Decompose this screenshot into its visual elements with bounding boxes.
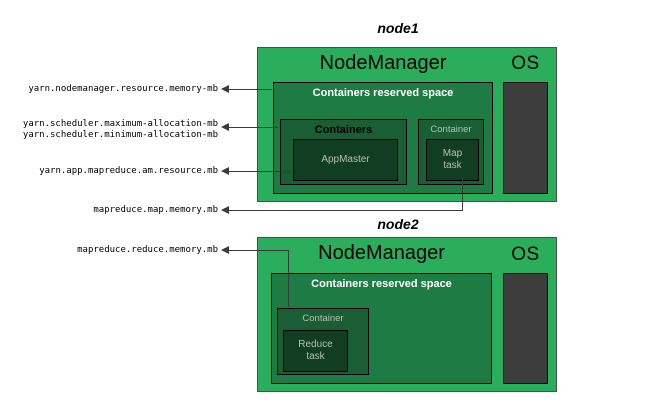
node1-containers-box: Containers AppMaster xyxy=(280,119,407,185)
node2-nodemanager-label: NodeManager xyxy=(318,242,445,264)
node1-map-container-label: Container xyxy=(430,124,472,135)
node1-containers-reserved-space-label: Containers reserved space xyxy=(312,87,454,99)
label-mapreduce-map-memory-mb: mapreduce.map.memory.mb xyxy=(93,205,218,215)
node2-nodemanager-box: NodeManager OS Containers reserved space… xyxy=(257,237,557,392)
node1-os-memory-rect xyxy=(503,82,548,194)
node2-reduce-container-label: Container xyxy=(302,313,344,324)
node1-containers-label: Containers xyxy=(314,124,373,136)
connector-map-task-v xyxy=(462,178,463,211)
node1-os-label: OS xyxy=(511,53,540,74)
connector-map-task-h xyxy=(229,210,463,211)
node2-reduce-task-label: Reduce task xyxy=(298,339,333,362)
node2-reduce-task-box: Reduce task xyxy=(283,330,348,372)
connector-reduce-container-v xyxy=(288,250,289,307)
label-yarn-nodemanager-resource-memory-mb: yarn.nodemanager.resource.memory-mb xyxy=(28,84,218,94)
label-yarn-app-mapreduce-am-resource-mb: yarn.app.mapreduce.am.resource.mb xyxy=(39,166,218,176)
node2-os-label: OS xyxy=(511,244,540,265)
node1-appmaster-box: AppMaster xyxy=(293,139,398,181)
node1-map-task-label: Map task xyxy=(442,148,463,171)
node1-map-task-box: Map task xyxy=(426,139,479,181)
arrow-left-icon xyxy=(221,167,229,175)
arrow-left-icon xyxy=(221,206,229,214)
node2-containers-reserved-space-box: Containers reserved space Container Redu… xyxy=(271,273,492,384)
arrow-left-icon xyxy=(221,85,229,93)
connector-appmaster xyxy=(229,171,290,172)
node1-containers-reserved-space-box: Containers reserved space Containers App… xyxy=(273,82,493,194)
node1-appmaster-label: AppMaster xyxy=(321,154,370,165)
node1-title: node1 xyxy=(377,20,419,36)
node2-containers-reserved-space-label: Containers reserved space xyxy=(311,278,452,290)
connector-reduce-container-h xyxy=(229,250,289,251)
node1-map-container-box: Container Map task xyxy=(418,119,484,185)
node2-reduce-container-box: Container Reduce task xyxy=(277,308,369,375)
connector-containers xyxy=(229,127,278,128)
connector-reserved-space xyxy=(229,89,272,90)
node1-nodemanager-box: NodeManager OS Containers reserved space… xyxy=(257,47,557,202)
label-mapreduce-reduce-memory-mb: mapreduce.reduce.memory.mb xyxy=(77,245,218,255)
node2-title: node2 xyxy=(377,216,419,232)
node2-os-memory-rect xyxy=(503,273,548,384)
arrow-left-icon xyxy=(221,123,229,131)
label-yarn-scheduler-allocation-mb: yarn.scheduler.maximum-allocation-mb yar… xyxy=(22,119,218,140)
arrow-left-icon xyxy=(221,246,229,254)
node1-nodemanager-label: NodeManager xyxy=(319,52,447,74)
